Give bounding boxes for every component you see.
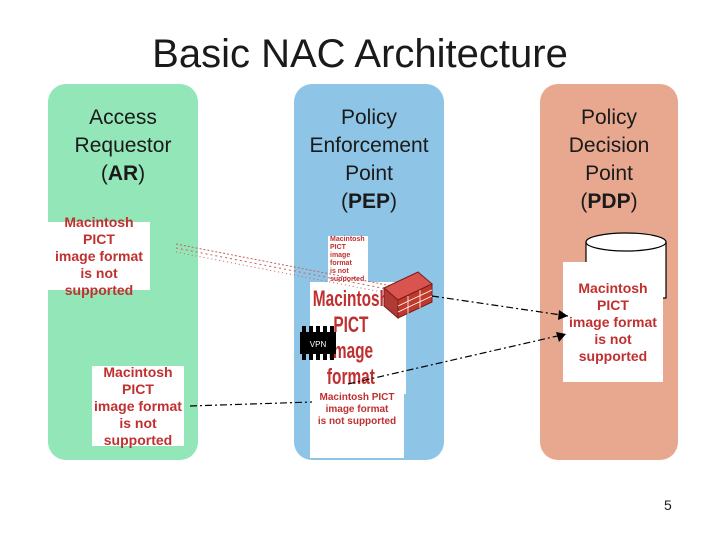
pdp-abbr: PDP [587, 190, 631, 213]
ar-to-pep-connector [189, 401, 313, 407]
pep-to-pdp-connector-bottom [347, 332, 567, 385]
pep-abbr: PEP [347, 190, 391, 213]
ar-image-placeholder-top: Macintosh PICT image format is not suppo… [48, 214, 150, 298]
slide-title: Basic NAC Architecture [152, 32, 568, 76]
ar-image-placeholder-bottom: Macintosh PICT image format is not suppo… [92, 364, 184, 448]
pep-image-placeholder-small: Macintosh PICT image format is not suppo… [310, 388, 404, 458]
vpn-label: VPN [310, 340, 327, 349]
ar-abbr: AR [107, 162, 139, 185]
pdp-image-placeholder: Macintosh PICT image format is not suppo… [563, 262, 663, 382]
firewall-icon [383, 271, 433, 320]
access-requestor-label: Access Requestor (AR) [74, 106, 172, 185]
ar-to-pep-link [175, 243, 393, 295]
policy-enforcement-point-label: Policy Enforcement Point (PEP) [309, 106, 429, 213]
pep-to-pdp-connector-top [431, 295, 569, 320]
policy-decision-point-label: Policy Decision Point (PDP) [568, 106, 650, 213]
pep-image-placeholder-tiny: Macintosh PICT image format is not suppo… [328, 236, 368, 284]
vpn-device-icon: VPN [300, 326, 336, 360]
page-number: 5 [664, 497, 672, 513]
